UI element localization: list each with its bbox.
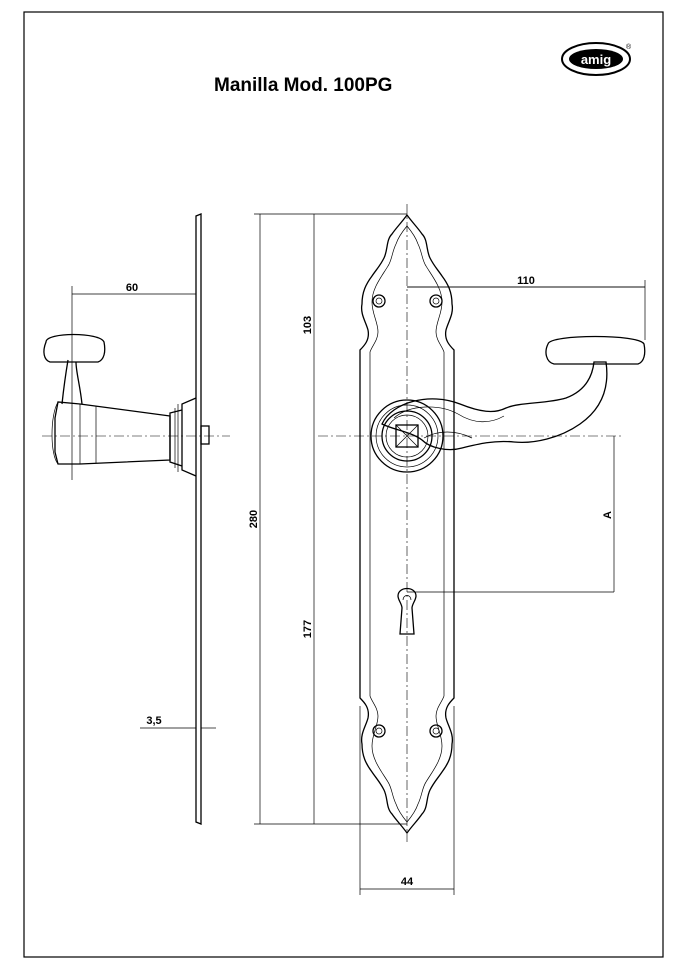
- dim-total-height-label: 280: [248, 510, 260, 528]
- front-view: 280 103 177 110 A 44: [248, 204, 646, 895]
- dim-keyhole-distance-label: A: [602, 511, 614, 519]
- screw-hole-bottom-left: [372, 724, 386, 738]
- dim-upper-label: 103: [302, 316, 314, 334]
- side-knob: [43, 333, 106, 363]
- brand-logo: amig ®: [561, 42, 632, 76]
- dim-plate-width-label: 44: [401, 876, 414, 888]
- front-lever-knob: [545, 335, 646, 365]
- dim-lower-label: 177: [302, 620, 314, 638]
- side-lever-shank: [54, 401, 171, 465]
- side-backplate: [195, 213, 202, 825]
- screw-hole-top-left: [372, 294, 386, 308]
- dim-projection-label: 60: [126, 282, 138, 294]
- drawing-border: [23, 11, 664, 958]
- front-lever: [381, 361, 608, 451]
- dim-handle-length-label: 110: [517, 275, 535, 287]
- logo-registered-mark: ®: [626, 43, 632, 51]
- logo-text: amig: [581, 52, 611, 67]
- dim-thickness-label: 3,5: [146, 715, 161, 727]
- screw-hole-top-right: [429, 294, 443, 308]
- drawing-title: Manilla Mod. 100PG: [214, 75, 393, 96]
- screw-hole-bottom-right: [429, 724, 443, 738]
- side-view: 60 3,5: [42, 213, 230, 825]
- front-backplate: [359, 213, 455, 835]
